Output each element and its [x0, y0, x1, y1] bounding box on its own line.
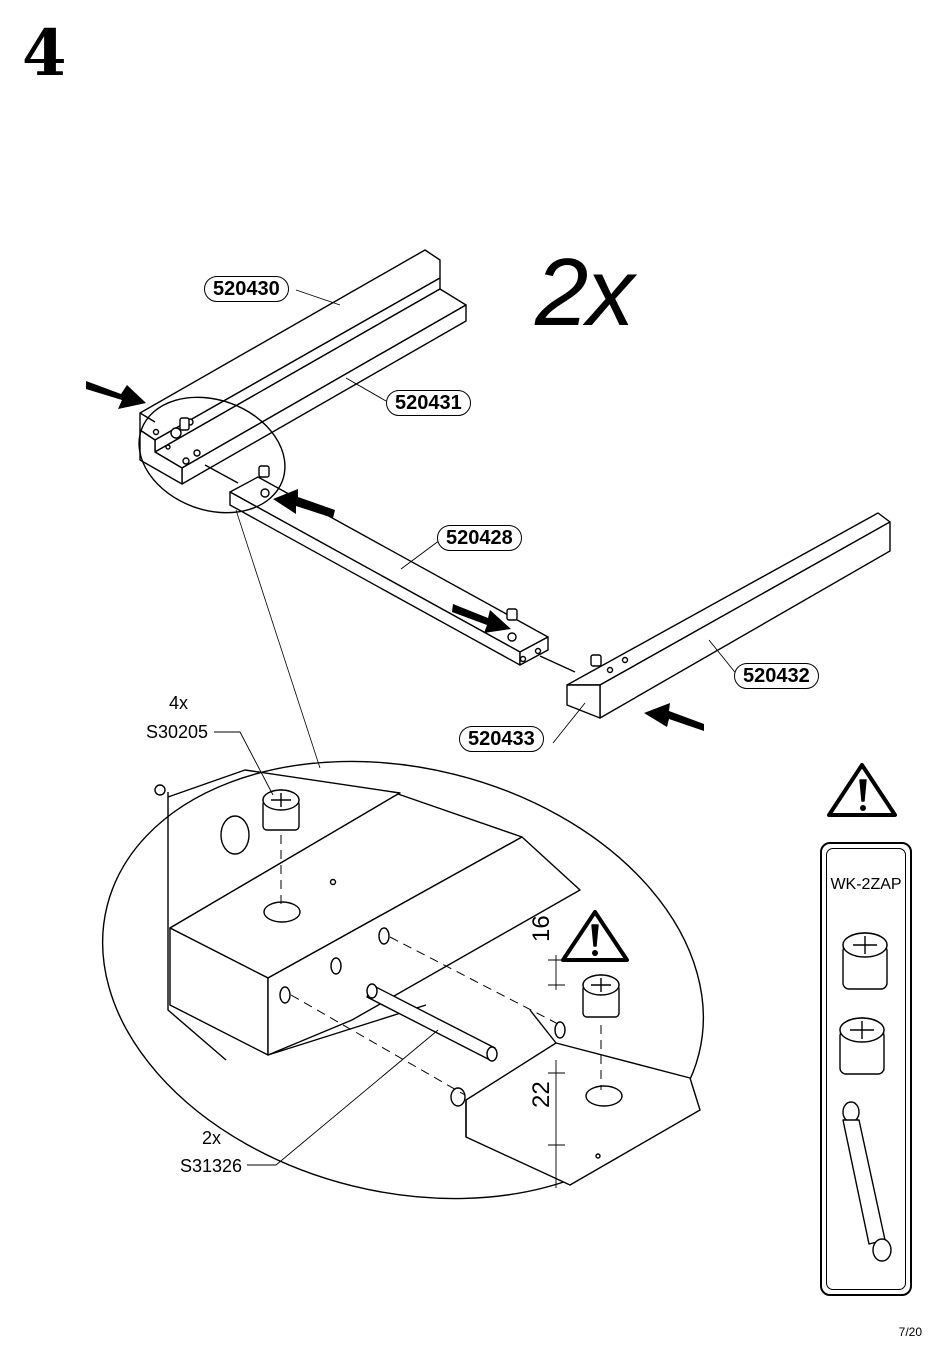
- dowel-icon: [204, 464, 576, 673]
- tool-panel: [820, 842, 912, 1296]
- quantity-multiplier: 2x: [535, 239, 634, 346]
- cam-lock-icon: [590, 654, 602, 667]
- detail-zoom: [154, 731, 701, 1188]
- dimension-22: 22: [528, 1081, 555, 1108]
- frame-part-520430: [139, 249, 467, 485]
- cam-lock-icon: [839, 1017, 885, 1075]
- cam-lock-icon: [842, 932, 888, 990]
- arrow-icon: [86, 381, 704, 731]
- part-label-520433: 520433: [459, 726, 544, 752]
- warning-icon: [827, 763, 897, 817]
- dowel-code: S31326: [180, 1156, 243, 1176]
- cam-lock-icon: [179, 417, 190, 431]
- cam-quantity: 4x: [169, 693, 189, 713]
- cam-lock-icon: [262, 789, 620, 1018]
- rail-part-520428: [229, 476, 549, 666]
- cam-lock-icon: [258, 465, 518, 621]
- step-number: 4: [22, 16, 67, 91]
- tool-code: WK-2ZAP: [830, 876, 902, 893]
- part-label-520430: 520430: [204, 276, 289, 302]
- part-label-520428: 520428: [437, 525, 522, 551]
- dowel-quantity: 2x: [202, 1128, 222, 1148]
- dimension-16: 16: [528, 915, 555, 942]
- page-number: 7/20: [898, 1325, 922, 1339]
- cam-code: S30205: [146, 722, 209, 742]
- part-label-520432: 520432: [734, 663, 819, 689]
- dowel-icon: [842, 1101, 892, 1262]
- warning-icon: [561, 910, 629, 962]
- dowel-icon: [366, 983, 498, 1107]
- part-label-520431: 520431: [386, 390, 471, 416]
- frame-part-520432: [566, 512, 891, 719]
